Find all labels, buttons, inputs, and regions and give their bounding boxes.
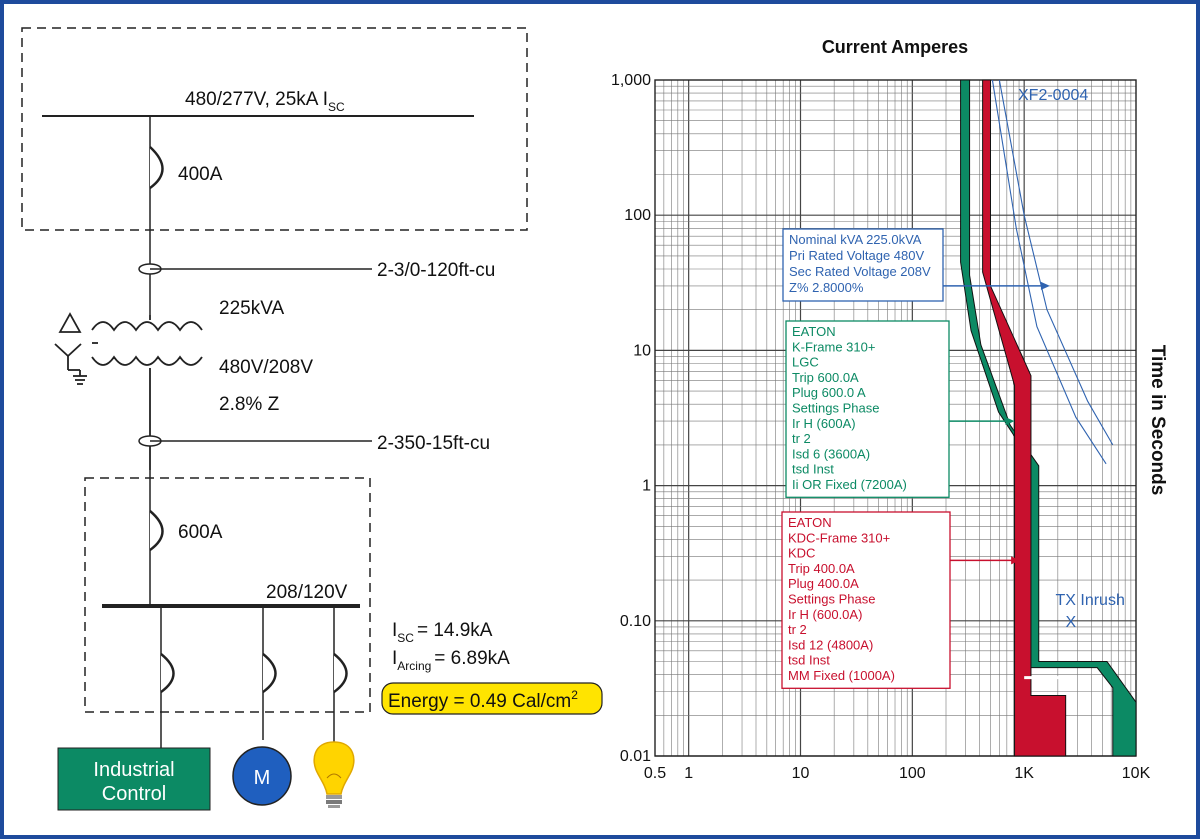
annotation-line: tr 2: [792, 431, 811, 446]
annotation-line: KDC: [788, 546, 815, 561]
annotation-arrowhead: [1005, 417, 1015, 426]
secondary-breaker-symbol: [149, 510, 164, 552]
annotation-arrowhead: [1011, 556, 1021, 565]
y-tick-label: 100: [624, 207, 651, 224]
annotation-line: K-Frame 310+: [792, 339, 875, 354]
x-tick-label: 100: [899, 765, 926, 782]
x-tick-label: 10K: [1122, 765, 1151, 782]
annotation-line: Sec Rated Voltage 208V: [789, 264, 931, 279]
annotation-line: tsd Inst: [788, 653, 830, 668]
main-breaker-symbol: [149, 146, 164, 190]
svg-text:M: M: [254, 767, 271, 789]
tx-inrush-marker: X: [1065, 614, 1076, 631]
y-tick-label: 1,000: [611, 72, 651, 89]
secondary-breaker-rating: 600A: [178, 522, 223, 543]
annotation-line: Plug 400.0A: [788, 576, 859, 591]
secondary-bus-label: 208/120V: [266, 582, 348, 603]
motor-load: M: [232, 746, 292, 806]
main-bus-label: 480/277V, 25kA ISC: [185, 89, 345, 114]
main-switchboard-enclosure: [21, 27, 528, 231]
x-tick-label: 0.5: [644, 765, 666, 782]
annotation-line: Plug 600.0 A: [792, 385, 866, 400]
tx-inrush-label: TX Inrush: [1055, 592, 1124, 609]
y-tick-label: 0.10: [620, 613, 651, 630]
annotation-line: KDC-Frame 310+: [788, 530, 890, 545]
incident-energy-badge: Energy = 0.49 Cal/cm2: [381, 682, 603, 715]
annotation-line: Settings Phase: [788, 592, 875, 607]
branch-breaker-2: [262, 653, 277, 694]
annotation-line: Ir H (600A): [792, 416, 856, 431]
annotation-box: [785, 320, 950, 498]
x-tick-label: 10: [792, 765, 810, 782]
chart-ylabel: Time in Seconds: [1147, 345, 1168, 496]
annotation-line: Pri Rated Voltage 480V: [789, 248, 924, 263]
iarc-label: IArcing= 6.89kA: [392, 648, 510, 673]
annotation-line: Z% 2.8000%: [789, 280, 864, 295]
xfmr-kva-label: 225kVA: [219, 298, 284, 319]
annotation-line: Ir H (600.0A): [788, 607, 862, 622]
annotation-line: Isd 12 (4800A): [788, 637, 873, 652]
svg-text:Energy = 0.49 Cal/cm2: Energy = 0.49 Cal/cm2: [388, 688, 578, 712]
annotation-arrowhead: [1040, 281, 1050, 290]
annotation-line: Ii OR Fixed (7200A): [792, 477, 907, 492]
industrial-control-load: Industrial Control: [57, 747, 211, 811]
annotation-line: Settings Phase: [792, 401, 879, 416]
annotation-line: Nominal kVA 225.0kVA: [789, 232, 922, 247]
y-tick-label: 10: [633, 342, 651, 359]
annotation-box: [781, 511, 951, 689]
svg-text:Industrial: Industrial: [93, 759, 174, 781]
annotation-line: LGC: [792, 355, 819, 370]
series-band-0c8a64: [960, 79, 1137, 757]
transformer-symbol: [91, 315, 203, 470]
y-tick-label: 0.01: [620, 748, 651, 765]
panelboard-enclosure: [84, 477, 371, 713]
annotation-line: Trip 400.0A: [788, 561, 855, 576]
branch-breaker-3: [333, 653, 348, 694]
delta-winding-icon: [58, 312, 82, 333]
xfmr-voltage-label: 480V/208V: [219, 357, 313, 378]
y-tick-label: 1: [642, 478, 651, 495]
series-band-c8102e: [982, 79, 1067, 757]
annotation-line: tr 2: [788, 622, 807, 637]
branch-breaker-1: [160, 653, 175, 694]
cable2-label: 2-350-15ft-cu: [377, 433, 490, 454]
motor-icon: [232, 746, 292, 806]
transformer-damage-curve: [991, 79, 1107, 465]
y-tick-labels: 1,000 100 10 1 0.10 0.01: [611, 72, 651, 765]
isc-label: ISC= 14.9kA: [392, 620, 493, 645]
annotation-line: MM Fixed (1000A): [788, 668, 895, 683]
annotation-line: Trip 600.0A: [792, 370, 859, 385]
chart-title: Current Amperes: [822, 37, 968, 57]
cable1-label: 2-3/0-120ft-cu: [377, 260, 495, 281]
wye-grounded-icon: [54, 343, 87, 385]
x-tick-label: 1K: [1014, 765, 1034, 782]
annotation-line: EATON: [792, 324, 836, 339]
x-tick-label: 1: [684, 765, 693, 782]
svg-text:Control: Control: [102, 783, 166, 805]
light-bulb-icon: [313, 741, 355, 808]
x-tick-labels: 0.5 1 10 100 1K 10K: [644, 765, 1151, 782]
transformer-damage-curve: [998, 79, 1114, 446]
annotation-line: EATON: [788, 515, 832, 530]
xfmr-impedance-label: 2.8% Z: [219, 394, 280, 415]
annotation-line: Isd 6 (3600A): [792, 446, 870, 461]
annotation-box: [782, 228, 944, 302]
annotation-line: tsd Inst: [792, 462, 834, 477]
one-line-diagram: [21, 27, 528, 748]
main-breaker-rating: 400A: [178, 164, 223, 185]
plot-border: [654, 79, 1137, 757]
branch-circuits: [160, 606, 335, 748]
one-line-labels: 480/277V, 25kA ISC 400A 2-3/0-120ft-cu 2…: [178, 89, 510, 673]
transformer-curve-label: XF2-0004: [1018, 87, 1088, 104]
